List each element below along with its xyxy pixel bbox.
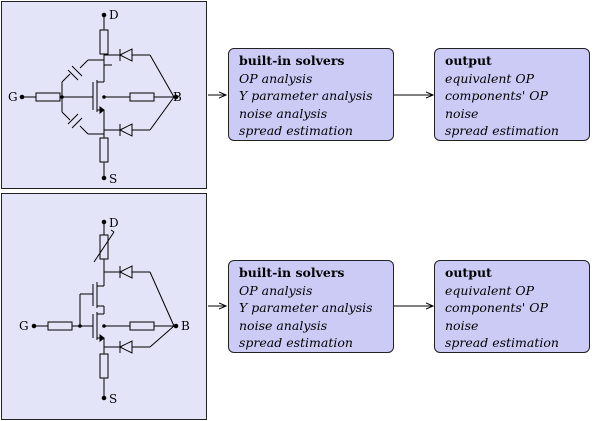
output-item: equivalent OP	[445, 70, 535, 86]
source-label: S	[109, 172, 117, 186]
solver-item: OP analysis	[239, 70, 313, 86]
mosfet-model-schematic-1: D G B S	[8, 8, 182, 186]
output-title: output	[445, 265, 492, 280]
output-item: components' OP	[445, 88, 548, 103]
output-item: spread estimation	[445, 335, 559, 350]
output-item: components' OP	[445, 300, 548, 315]
solver-item: noise analysis	[239, 317, 328, 333]
mosfet-model-schematic-2: D G B S	[19, 216, 190, 406]
circuit-panel-2: D G B S	[1, 193, 207, 420]
bulk-label: B	[173, 90, 182, 104]
drain-label: D	[109, 216, 119, 230]
output-box-2: output equivalent OP components' OP nois…	[434, 260, 590, 353]
circuit-panel-1: D G B S	[1, 1, 207, 189]
output-item: noise	[445, 105, 479, 121]
solver-item: noise analysis	[239, 105, 328, 121]
output-item: equivalent OP	[445, 282, 535, 298]
output-item: noise	[445, 317, 479, 333]
output-box-1: output equivalent OP components' OP nois…	[434, 48, 590, 141]
source-label: S	[109, 392, 117, 406]
gate-label: G	[19, 319, 29, 333]
drain-label: D	[109, 8, 119, 22]
output-item: spread estimation	[445, 123, 559, 138]
solver-item: Y parameter analysis	[239, 300, 373, 315]
output-title: output	[445, 53, 492, 68]
solvers-box-1: built-in solvers OP analysis Y parameter…	[228, 48, 394, 141]
solvers-box-2: built-in solvers OP analysis Y parameter…	[228, 260, 394, 353]
solver-item: spread estimation	[239, 123, 353, 138]
gate-label: G	[8, 90, 18, 104]
solver-item: Y parameter analysis	[239, 88, 373, 103]
solvers-title: built-in solvers	[239, 265, 345, 280]
solvers-title: built-in solvers	[239, 53, 345, 68]
bulk-label: B	[181, 319, 190, 333]
solver-item: spread estimation	[239, 335, 353, 350]
solver-item: OP analysis	[239, 282, 313, 298]
